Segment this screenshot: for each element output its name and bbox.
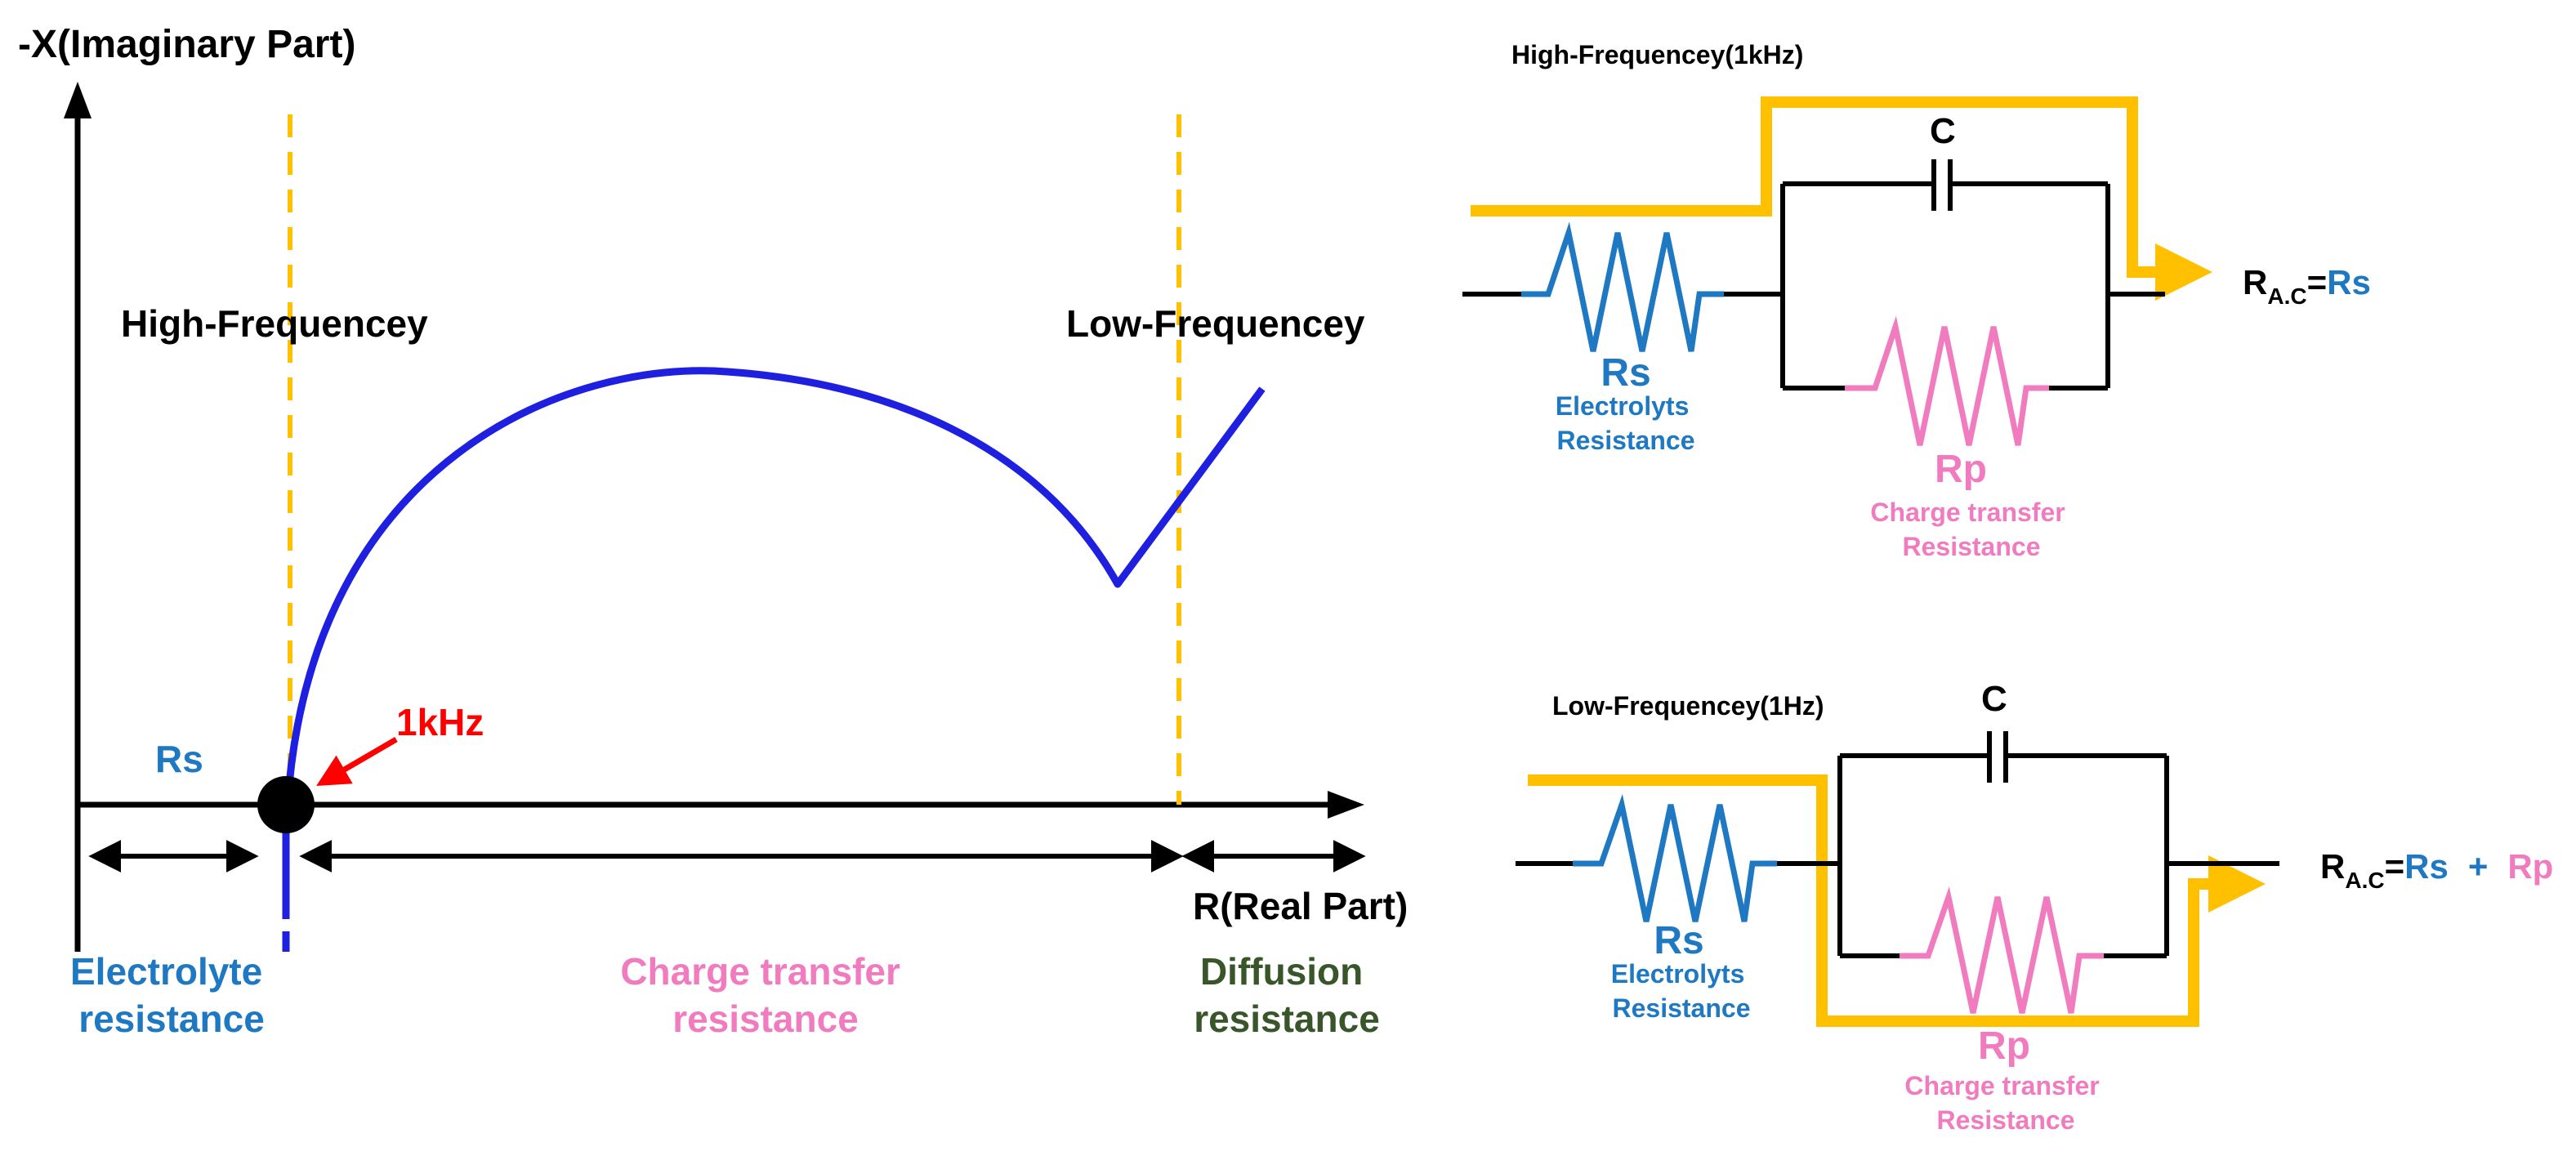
- result-high: RA.C=Rs: [2243, 263, 2371, 309]
- rs-label-high: Rs: [1601, 351, 1650, 395]
- rp-label-low: Rp: [1978, 1024, 2030, 1068]
- circuit-low-title: Low-Frequencey(1Hz): [1552, 691, 1824, 721]
- charge-transfer-resistance-label: Charge transfer resistance: [620, 950, 910, 1040]
- rp-desc-low: Charge transfer Resistance: [1904, 1071, 2106, 1135]
- wires-high: [1462, 181, 2165, 391]
- capacitor-high-label: C: [1930, 111, 1956, 151]
- rp-resistor-low: [1900, 886, 2104, 1014]
- circuit-low-frequency: Low-Frequencey(1Hz) C Rs Electrolyts Res…: [1516, 679, 2553, 1135]
- y-axis-arrowhead: [64, 82, 92, 118]
- rp-resistor-high: [1845, 315, 2049, 446]
- range-arrow-charge: [299, 840, 1184, 873]
- rs-resistor-low: [1573, 793, 1777, 922]
- capacitor-low-label: C: [1981, 679, 2007, 719]
- x-axis-arrowhead: [1328, 791, 1364, 819]
- current-path-high: [1471, 96, 2212, 301]
- low-frequency-label: Low-Frequencey: [1066, 302, 1365, 345]
- current-path-low: [1528, 774, 2266, 1027]
- rs-resistor-high: [1521, 221, 1724, 352]
- result-low: RA.C=Rs+Rp: [2320, 847, 2553, 893]
- circuit-high-frequency: High-Frequencey(1kHz) C Rs Electrolyts R…: [1462, 40, 2371, 561]
- 1khz-point: [257, 776, 315, 833]
- rs-axis-label: Rs: [155, 738, 203, 780]
- rs-desc-low: Electrolyts Resistance: [1611, 959, 1752, 1023]
- rp-desc-high: Charge transfer Resistance: [1870, 498, 2072, 561]
- high-frequency-label: High-Frequencey: [121, 302, 428, 345]
- 1khz-arrow: [316, 736, 398, 787]
- electrolyte-resistance-label: Electrolyte resistance: [70, 950, 273, 1040]
- nyquist-plot: -X(Imaginary Part) R(Real Part) High-Fre…: [18, 23, 1408, 1040]
- range-arrow-electrolyte: [88, 840, 259, 873]
- capacitor-low: [1987, 731, 2008, 783]
- circuit-high-title: High-Frequencey(1kHz): [1511, 40, 1803, 69]
- x-axis-label: R(Real Part): [1193, 885, 1408, 927]
- y-axis-label: -X(Imaginary Part): [18, 23, 355, 66]
- impedance-curve: [283, 367, 1266, 806]
- rp-label-high: Rp: [1935, 448, 1987, 491]
- rs-label-low: Rs: [1654, 919, 1703, 962]
- capacitor-high: [1931, 159, 1953, 211]
- wires-low: [1516, 753, 2279, 958]
- 1khz-label: 1kHz: [396, 701, 484, 743]
- diffusion-resistance-label: Diffusion resistance: [1194, 950, 1380, 1040]
- range-arrow-diffusion: [1181, 840, 1366, 873]
- rs-desc-high: Electrolyts Resistance: [1556, 391, 1697, 455]
